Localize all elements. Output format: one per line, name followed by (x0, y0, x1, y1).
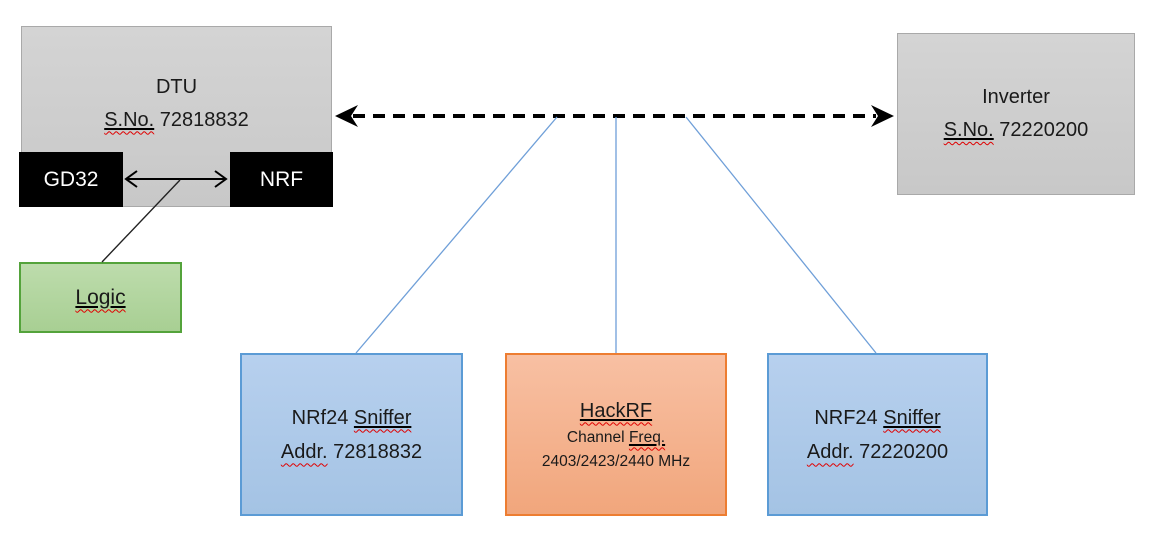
inverter-name: Inverter (982, 86, 1050, 108)
dashed-arrowhead-left-icon (335, 105, 358, 127)
nrf24-sniffer-1-box: NRf24 Sniffer Addr. 72818832 (240, 353, 463, 516)
dtu-label: DTU S.No. 72818832 (104, 71, 249, 137)
sniffer2-line1: NRF24 Sniffer (807, 401, 948, 435)
hackrf-frequencies: 2403/2423/2440 MHz (541, 452, 691, 470)
nrf-chip: NRF (230, 152, 333, 207)
inverter-serial: 72220200 (999, 119, 1089, 141)
sniffer1-word: Sniffer (353, 406, 412, 429)
sniffer2-line2: Addr. 72220200 (807, 435, 948, 469)
hackrf-freq-word: Freq. (628, 428, 666, 446)
logic-label: Logic (75, 285, 126, 309)
dtu-sn-label: S.No. (104, 108, 155, 131)
sniffer1-line1: NRf24 Sniffer (281, 401, 422, 435)
sniffer2-tap-line (685, 116, 877, 354)
inverter-box: Inverter S.No. 72220200 (897, 33, 1135, 195)
sniffer1-tap-line (355, 116, 558, 354)
inverter-sn-label: S.No. (943, 119, 994, 141)
dtu-serial: 72818832 (159, 108, 249, 131)
sniffer1-prefix: NRf24 (291, 406, 349, 429)
sniffer2-address: 72220200 (859, 440, 949, 463)
hackrf-box: HackRF Channel Freq. 2403/2423/2440 MHz (505, 353, 727, 516)
hackrf-channel-word: Channel (566, 428, 625, 446)
gd32-chip: GD32 (19, 152, 123, 207)
hackrf-label: HackRF Channel Freq. 2403/2423/2440 MHz (542, 396, 690, 474)
sniffer2-prefix: NRF24 (814, 406, 878, 429)
hackrf-channel-line: Channel Freq. (542, 426, 690, 450)
sniffer2-word: Sniffer (883, 406, 941, 429)
sniffer2-addr-label: Addr. (806, 440, 854, 463)
logic-box: Logic (19, 262, 182, 333)
sniffer1-address: 72818832 (333, 440, 423, 463)
nrf24-sniffer-2-box: NRF24 Sniffer Addr. 72220200 (767, 353, 988, 516)
inverter-label: Inverter S.No. 72220200 (944, 81, 1089, 147)
dashed-arrowhead-right-icon (871, 105, 894, 127)
hackrf-title-line: HackRF (542, 396, 690, 426)
sniffer1-addr-label: Addr. (280, 440, 328, 463)
gd32-label: GD32 (43, 167, 99, 191)
sniffer1-line2: Addr. 72818832 (281, 435, 422, 469)
nrf-label: NRF (259, 167, 304, 191)
hackrf-title: HackRF (579, 399, 653, 422)
dtu-serial-line: S.No. 72818832 (104, 104, 249, 137)
inverter-serial-line: S.No. 72220200 (944, 114, 1089, 147)
sniffer2-label: NRF24 Sniffer Addr. 72220200 (807, 401, 948, 469)
dtu-name: DTU (155, 75, 198, 98)
sniffer1-label: NRf24 Sniffer Addr. 72818832 (281, 401, 422, 469)
